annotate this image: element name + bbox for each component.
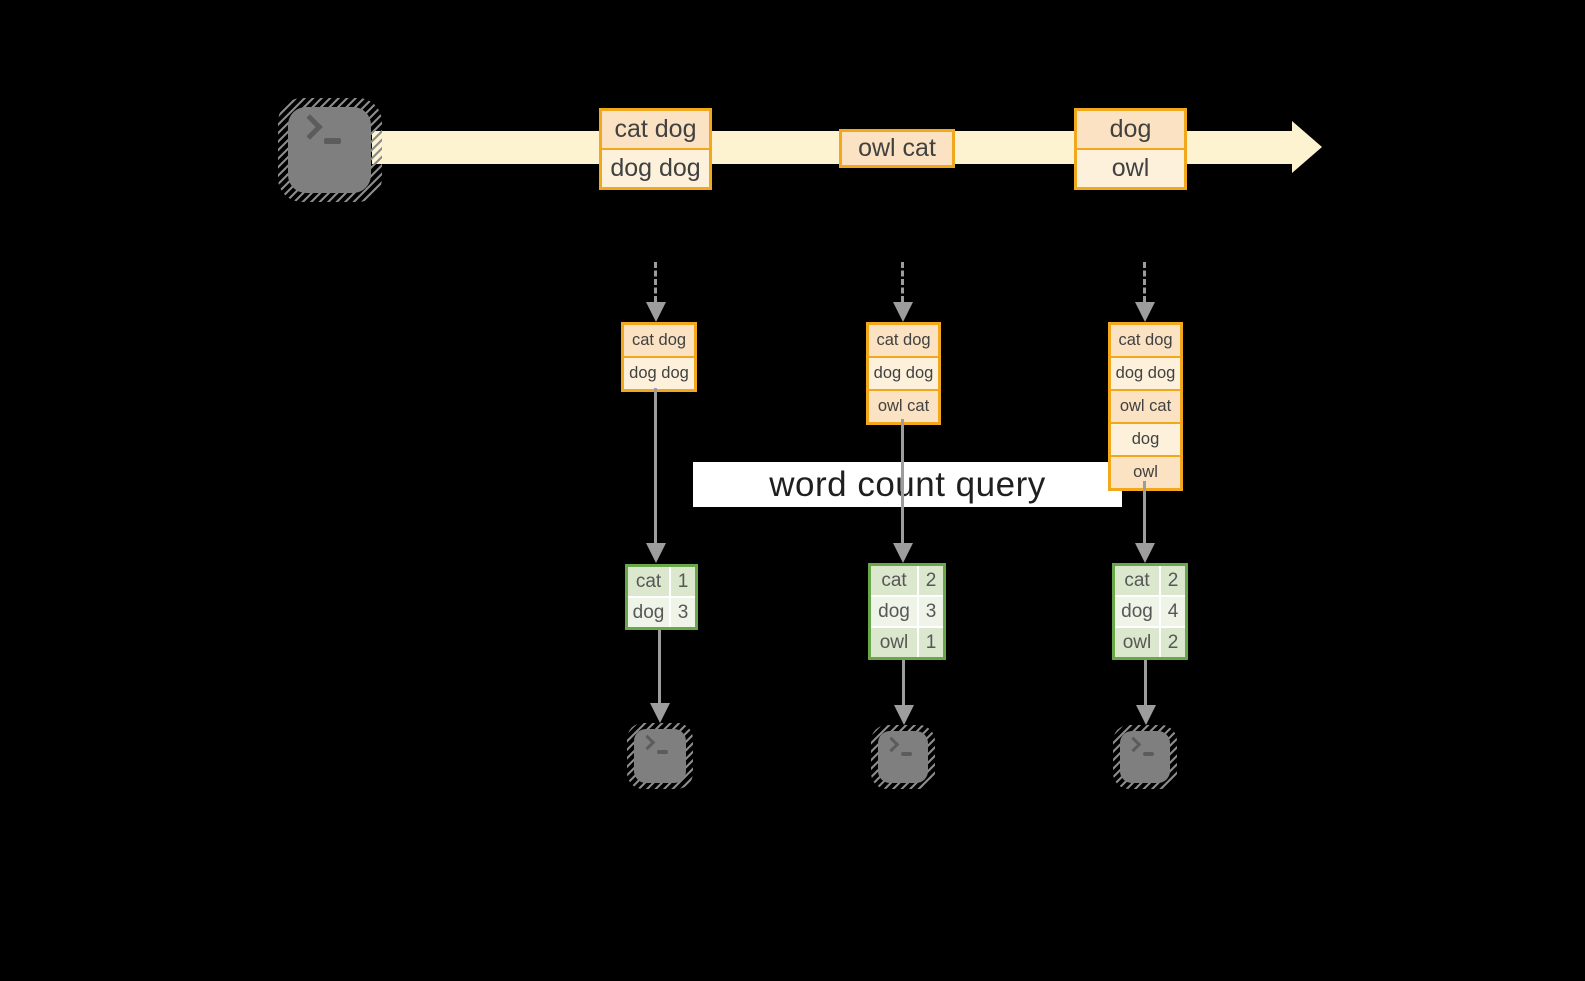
count-cell: 2 [1161, 628, 1185, 657]
count-cell: 1 [919, 628, 943, 657]
query-label-band: word count query [693, 462, 1122, 507]
state-line: owl cat [869, 389, 938, 422]
prompt-chevron-icon [639, 734, 656, 751]
batch-line: dog [1077, 111, 1184, 148]
word-cell: dog [871, 597, 917, 626]
state-line: cat dog [624, 325, 694, 356]
count-cell: 4 [1161, 597, 1185, 626]
prompt-underscore-icon [901, 752, 912, 756]
query-arrow-2 [901, 419, 904, 543]
output-arrow-1-head [650, 703, 670, 723]
count-cell: 1 [671, 567, 695, 596]
output-arrow-2-head [894, 705, 914, 725]
output-arrow-1 [658, 630, 661, 703]
state-box-2: cat dog dog dog owl cat [866, 322, 941, 425]
prompt-underscore-icon [1143, 752, 1154, 756]
prompt-underscore-icon [657, 750, 668, 754]
state-line: dog dog [869, 356, 938, 389]
word-cell: owl [871, 628, 917, 657]
word-cell: cat [871, 566, 917, 595]
prompt-chevron-icon [297, 114, 323, 140]
word-cell: dog [1115, 597, 1159, 626]
word-cell: cat [1115, 566, 1159, 595]
query-arrow-2-head [893, 543, 913, 563]
state-line: dog dog [624, 356, 694, 389]
count-cell: 2 [1161, 566, 1185, 595]
state-line: owl [1111, 455, 1180, 488]
trigger-arrow-2 [901, 262, 904, 302]
query-arrow-3 [1143, 481, 1146, 543]
batch-line: owl [1077, 148, 1184, 187]
query-arrow-3-head [1135, 543, 1155, 563]
output-terminal-icon-2 [871, 725, 935, 789]
prompt-chevron-icon [883, 736, 900, 753]
state-line: dog dog [1111, 356, 1180, 389]
word-count-table-2: cat 2 dog 3 owl 1 [868, 563, 946, 660]
count-cell: 3 [671, 598, 695, 627]
word-cell: dog [628, 598, 669, 627]
trigger-arrow-1 [654, 262, 657, 302]
query-label: word count query [769, 464, 1046, 504]
count-cell: 2 [919, 566, 943, 595]
trigger-arrow-3 [1143, 262, 1146, 302]
batch-line: dog dog [602, 148, 709, 187]
output-arrow-3 [1144, 660, 1147, 705]
state-line: dog [1111, 422, 1180, 455]
stream-arrow-head [1292, 121, 1322, 173]
output-arrow-2 [902, 660, 905, 705]
trigger-arrow-1-head [646, 302, 666, 322]
output-terminal-icon-1 [627, 723, 693, 789]
word-cell: cat [628, 567, 669, 596]
stream-batch-3: dog owl [1074, 108, 1187, 190]
state-line: cat dog [1111, 325, 1180, 356]
count-cell: 3 [919, 597, 943, 626]
word-count-table-3: cat 2 dog 4 owl 2 [1112, 563, 1188, 660]
state-line: owl cat [1111, 389, 1180, 422]
stream-batch-1: cat dog dog dog [599, 108, 712, 190]
output-arrow-3-head [1136, 705, 1156, 725]
batch-line: owl cat [842, 132, 952, 165]
batch-line: cat dog [602, 111, 709, 148]
query-arrow-1-head [646, 543, 666, 563]
prompt-underscore-icon [324, 138, 341, 144]
word-cell: owl [1115, 628, 1159, 657]
trigger-arrow-2-head [893, 302, 913, 322]
state-box-3: cat dog dog dog owl cat dog owl [1108, 322, 1183, 491]
trigger-arrow-3-head [1135, 302, 1155, 322]
stream-batch-2: owl cat [839, 129, 955, 168]
word-count-table-1: cat 1 dog 3 [625, 564, 698, 630]
query-arrow-1 [654, 388, 657, 543]
source-terminal-icon [278, 98, 382, 202]
state-box-1: cat dog dog dog [621, 322, 697, 392]
prompt-chevron-icon [1125, 736, 1142, 753]
output-terminal-icon-3 [1113, 725, 1177, 789]
state-line: cat dog [869, 325, 938, 356]
